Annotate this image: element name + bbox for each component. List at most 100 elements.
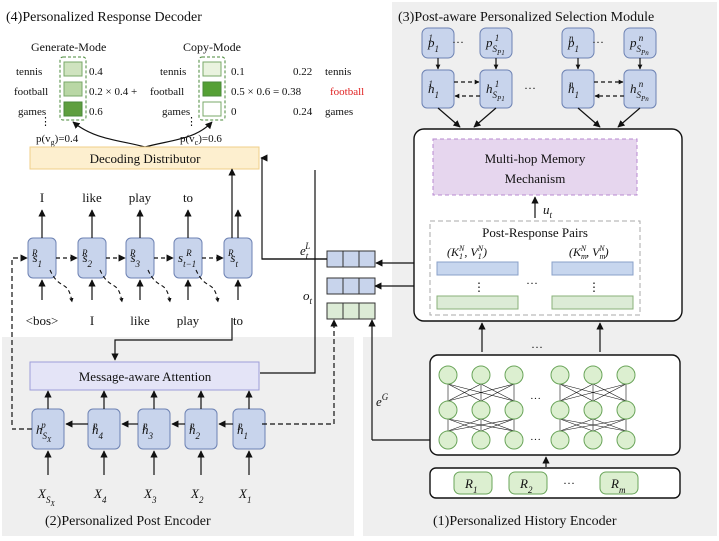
- generate-games-cell: [63, 101, 83, 117]
- gen-word-football: football: [14, 86, 48, 98]
- persona-hidden-cell: [421, 69, 455, 109]
- u-t-label: ut: [543, 202, 553, 220]
- generate-football-cell: [63, 81, 83, 97]
- persona-post-label: pSP11: [485, 33, 505, 57]
- copy-value-games: 0: [231, 106, 237, 118]
- gen-value-games: 0.6: [89, 106, 103, 118]
- history-up-ellipsis: ···: [531, 340, 543, 354]
- decoding-distributor-label: Decoding Distributor: [90, 151, 202, 166]
- network-ellipsis-1: ···: [530, 393, 541, 405]
- message-aware-attention-box: [29, 361, 260, 391]
- gen-value-tennis: 0.4: [89, 66, 103, 78]
- decoder-state-cell: [223, 237, 253, 279]
- network-node: [583, 365, 603, 385]
- generate-tennis-cell: [63, 61, 83, 77]
- persona-to-memory-arrow: [437, 107, 461, 128]
- decoder-input-word: like: [130, 313, 150, 328]
- gen-word-games: games: [18, 106, 46, 118]
- decoder-state-label: st−1R: [178, 248, 196, 269]
- result-word-games: games: [325, 106, 353, 118]
- history-response-label: R2: [519, 476, 533, 495]
- persona-to-memory-arrow: [473, 107, 497, 128]
- decoder-input-word: to: [233, 313, 243, 328]
- encoder-input-label: XSX: [37, 486, 55, 508]
- copy-value-football: 0.5 × 0.6 = 0.38: [231, 86, 302, 98]
- encoder-state-label: h3p: [142, 420, 154, 441]
- persona-post-label: p11: [427, 33, 439, 54]
- e-t-label: etL: [300, 241, 310, 261]
- memory-label-line1: Multi-hop Memory: [485, 151, 586, 166]
- decoder-input-word: play: [177, 313, 200, 328]
- persona-hidden-cell: [479, 69, 513, 109]
- p-vg-label: p(vg)=0.4: [36, 133, 79, 147]
- network-node: [438, 430, 458, 450]
- network-edge: [447, 383, 482, 402]
- network-node: [583, 430, 603, 450]
- decoder-state-label: s2R: [81, 248, 93, 269]
- gen-value-football: 0.2 × 0.4 +: [89, 86, 137, 98]
- result-value-tennis: 0.22: [293, 66, 312, 78]
- pairs-ellipsis: ···: [526, 276, 538, 290]
- gen-word-tennis: tennis: [16, 66, 42, 78]
- o-t-vector: [326, 277, 376, 295]
- network-ellipsis-2: ···: [530, 434, 541, 446]
- network-edge: [559, 418, 594, 432]
- persona-to-memory-arrow: [617, 107, 641, 128]
- network-node: [550, 365, 570, 385]
- persona-to-memory-arrow: [577, 107, 601, 128]
- network-edge: [592, 383, 627, 402]
- distributor-to-generate-arrow: [72, 121, 146, 148]
- pair-last-label: (KmN, VmN): [569, 244, 609, 261]
- decoding-distributor-box: [29, 146, 260, 170]
- encoder-state-label: h2p: [189, 420, 201, 441]
- post-encoder-section-title: (2)Personalized Post Encoder: [45, 514, 211, 529]
- selection-section-title: (3)Post-aware Personalized Selection Mod…: [398, 10, 654, 25]
- persona-top-ellipsis-1: ···: [452, 35, 464, 49]
- history-response-label: R1: [464, 476, 477, 495]
- attention-up-line: [260, 170, 316, 374]
- encoder-to-vector-dashed: [262, 319, 338, 425]
- network-edge: [559, 383, 594, 402]
- network-edge: [447, 418, 515, 432]
- decoder-to-attention-arrow: [111, 318, 233, 361]
- decoder-state-label: s3R: [129, 248, 141, 269]
- pair-last-vdots: ⋮: [588, 280, 600, 294]
- o-t-label: ot: [303, 288, 313, 306]
- pair-last-value-bar: [551, 295, 634, 310]
- history-response-cell: [453, 471, 493, 495]
- encoder-input-label: X4: [93, 486, 107, 505]
- message-aware-attention-label: Message-aware Attention: [79, 369, 212, 384]
- p-vc-label: p(vc)=0.6: [180, 133, 222, 147]
- copy-mode-label: Copy-Mode: [183, 40, 241, 54]
- history-response-label: Rm: [610, 476, 626, 495]
- pair-first-label: (K1N, V1N): [447, 244, 487, 261]
- pair-first-value-bar: [436, 295, 519, 310]
- pair-first-key-bar: [436, 261, 519, 276]
- result-word-tennis: tennis: [325, 66, 351, 78]
- pair-first-vdots: ⋮: [473, 280, 485, 294]
- history-response-cell: [599, 471, 639, 495]
- decoder-input-word: <bos>: [26, 313, 59, 328]
- persona-top-ellipsis-2: ···: [592, 35, 604, 49]
- result-word-football: football: [330, 86, 364, 98]
- network-edge: [480, 383, 515, 402]
- network-edge: [480, 418, 515, 432]
- network-edge: [447, 383, 515, 402]
- generate-mode-label: Generate-Mode: [31, 40, 106, 54]
- e-t-vector: [326, 250, 376, 268]
- network-node: [504, 365, 524, 385]
- selection-top-units: p11h11pSP11hSP11p1nh1npSPnnhSPnn········…: [421, 27, 657, 128]
- copy-word-games: games: [162, 106, 190, 118]
- network-edge: [559, 383, 627, 402]
- e-g-vector: [326, 302, 376, 320]
- encoder-to-decoder-dashed: [11, 254, 28, 425]
- encoder-state-label: h4p: [92, 420, 104, 441]
- network-edge: [559, 418, 627, 432]
- result-value-games: 0.24: [293, 106, 313, 118]
